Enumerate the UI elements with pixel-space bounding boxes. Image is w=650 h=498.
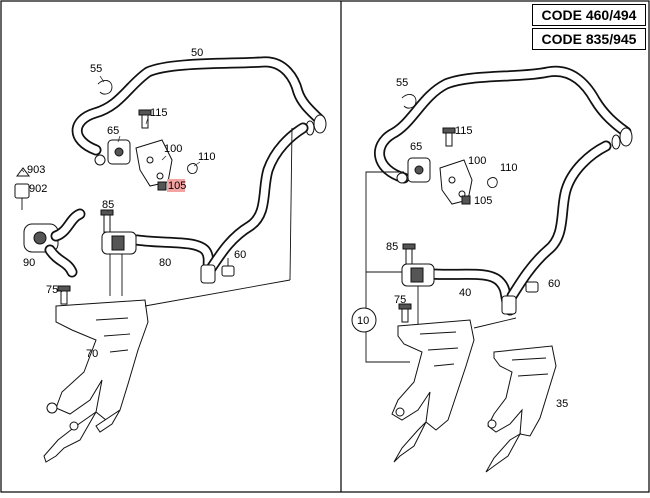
screw-85-left: [100, 209, 114, 233]
left-leaders: [21, 75, 201, 293]
callout-circle-10: [351, 307, 377, 333]
label-left-110: 110: [198, 151, 216, 163]
label-right-75: 75: [394, 294, 406, 306]
hose-80-left: [131, 122, 309, 284]
code-box-835-945: CODE 835/945: [532, 28, 646, 50]
master-cylinder-left: [101, 231, 137, 296]
hose-50-right: [374, 65, 633, 184]
clip-110-right: [487, 177, 498, 189]
pedal-assembly-35: [485, 345, 557, 473]
clamp-55-right: [401, 94, 417, 109]
label-right-60: 60: [548, 278, 560, 290]
pump-90-left: [23, 208, 86, 278]
screw-85-right: [402, 243, 416, 265]
clamp-55-left: [97, 80, 113, 95]
hose-50-left: [71, 56, 327, 156]
pedal-assembly-70: [43, 127, 293, 463]
screw-75-left: [57, 285, 71, 305]
label-left-903: 903: [27, 164, 45, 176]
screw-115-right: [442, 127, 456, 147]
label-left-105: 105: [168, 180, 186, 192]
label-left-80: 80: [159, 257, 171, 269]
hose-40-right: [426, 140, 612, 316]
label-left-70: 70: [86, 348, 98, 360]
label-left-115: 115: [150, 107, 168, 119]
left-panel: [14, 56, 327, 463]
label-left-50: 50: [191, 47, 203, 59]
master-cylinder-right: [401, 263, 435, 326]
highlight-105: [167, 179, 185, 192]
right-panel: [351, 65, 633, 473]
label-right-40: 40: [459, 287, 471, 299]
clip-110-left: [187, 163, 198, 175]
label-left-85: 85: [102, 199, 114, 211]
bracket-100-left: [135, 139, 173, 187]
label-left-65: 65: [107, 125, 119, 137]
screw-75-right: [398, 303, 412, 323]
bracket-line-10: [365, 171, 410, 363]
label-right-55: 55: [396, 77, 408, 89]
label-left-902: 902: [29, 183, 47, 195]
screw-115-left: [138, 109, 152, 129]
label-left-55: 55: [90, 63, 102, 75]
nut-105-left: [157, 181, 167, 191]
pedal-assembly-right: [391, 317, 517, 463]
label-left-90: 90: [23, 257, 35, 269]
label-right-35: 35: [556, 398, 568, 410]
label-right-10: 10: [357, 315, 369, 327]
label-right-105: 105: [474, 195, 492, 207]
label-left-60: 60: [234, 249, 246, 261]
label-left-100: 100: [164, 143, 182, 155]
label-right-100: 100: [468, 155, 486, 167]
clip-60-left: [221, 258, 235, 277]
code-box-460-494: CODE 460/494: [532, 4, 646, 26]
clip-60-right: [525, 281, 539, 293]
label-right-115: 115: [455, 125, 473, 137]
sensor-903-902: [14, 167, 30, 210]
label-right-85: 85: [386, 241, 398, 253]
label-left-75: 75: [46, 284, 58, 296]
label-right-65: 65: [410, 141, 422, 153]
nut-105-right: [461, 195, 471, 205]
label-right-110: 110: [500, 162, 518, 174]
valve-65-right: [396, 157, 431, 184]
